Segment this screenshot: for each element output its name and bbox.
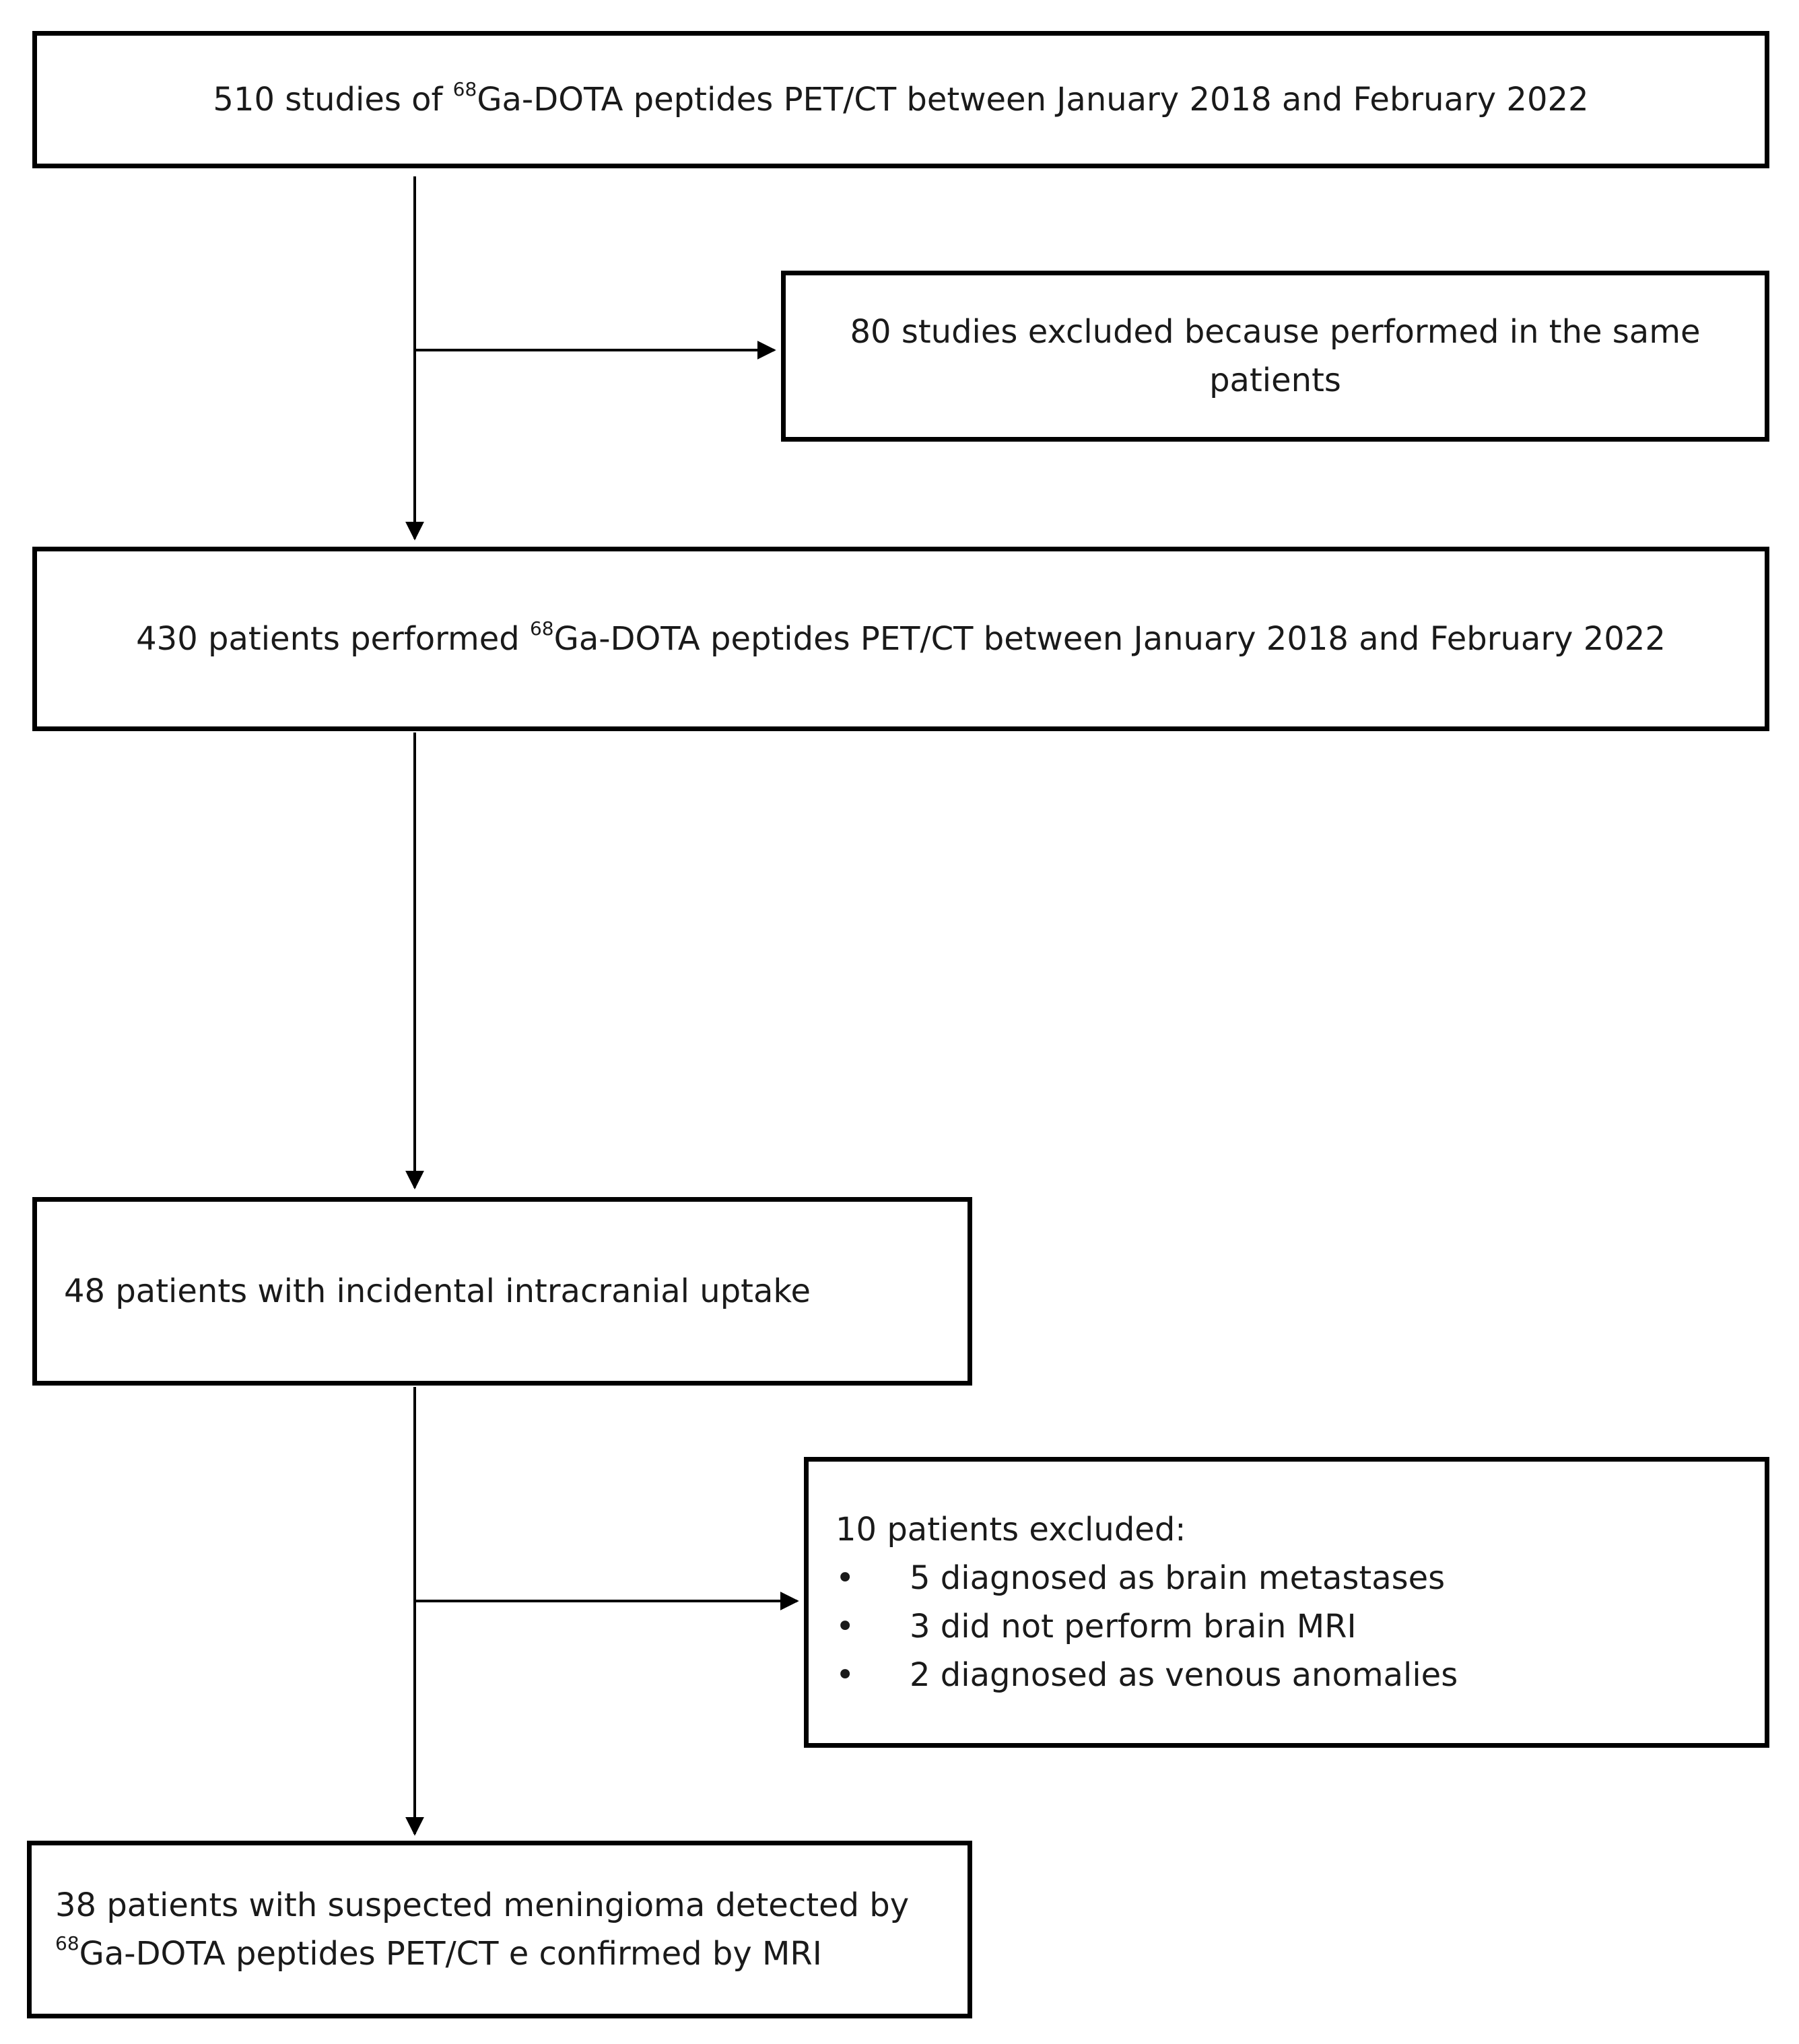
excluded-list-item: • 3 did not perform brain MRI <box>836 1602 1357 1651</box>
box-48-patients-incidental: 48 patients with incidental intracranial… <box>32 1197 972 1386</box>
box-38-patients-text: 38 patients with suspected meningioma de… <box>55 1886 910 1973</box>
bullet-icon: • <box>836 1656 855 1694</box>
box-510-studies-text: 510 studies of 68Ga-DOTA peptides PET/CT… <box>213 78 1589 119</box>
box-48-patients-text: 48 patients with incidental intracranial… <box>64 1272 811 1310</box>
box-38-patients-meningioma: 38 patients with suspected meningioma de… <box>27 1841 972 2018</box>
box-80-studies-excluded-text: 80 studies excluded because performed in… <box>850 313 1701 399</box>
bullet-icon: • <box>836 1559 855 1597</box>
excluded-list-item: • 5 diagnosed as brain metastases <box>836 1554 1445 1602</box>
box-10-patients-excluded: 10 patients excluded: • 5 diagnosed as b… <box>804 1457 1769 1748</box>
bullet-icon: • <box>836 1608 855 1645</box>
box-510-studies: 510 studies of 68Ga-DOTA peptides PET/CT… <box>32 31 1769 168</box>
box-430-patients: 430 patients performed 68Ga-DOTA peptide… <box>32 547 1769 731</box>
excluded-list-item: • 2 diagnosed as venous anomalies <box>836 1651 1458 1699</box>
box-80-studies-excluded: 80 studies excluded because performed in… <box>781 271 1769 442</box>
excluded-heading: 10 patients excluded: <box>836 1511 1186 1548</box>
box-430-patients-text: 430 patients performed 68Ga-DOTA peptide… <box>136 617 1666 658</box>
